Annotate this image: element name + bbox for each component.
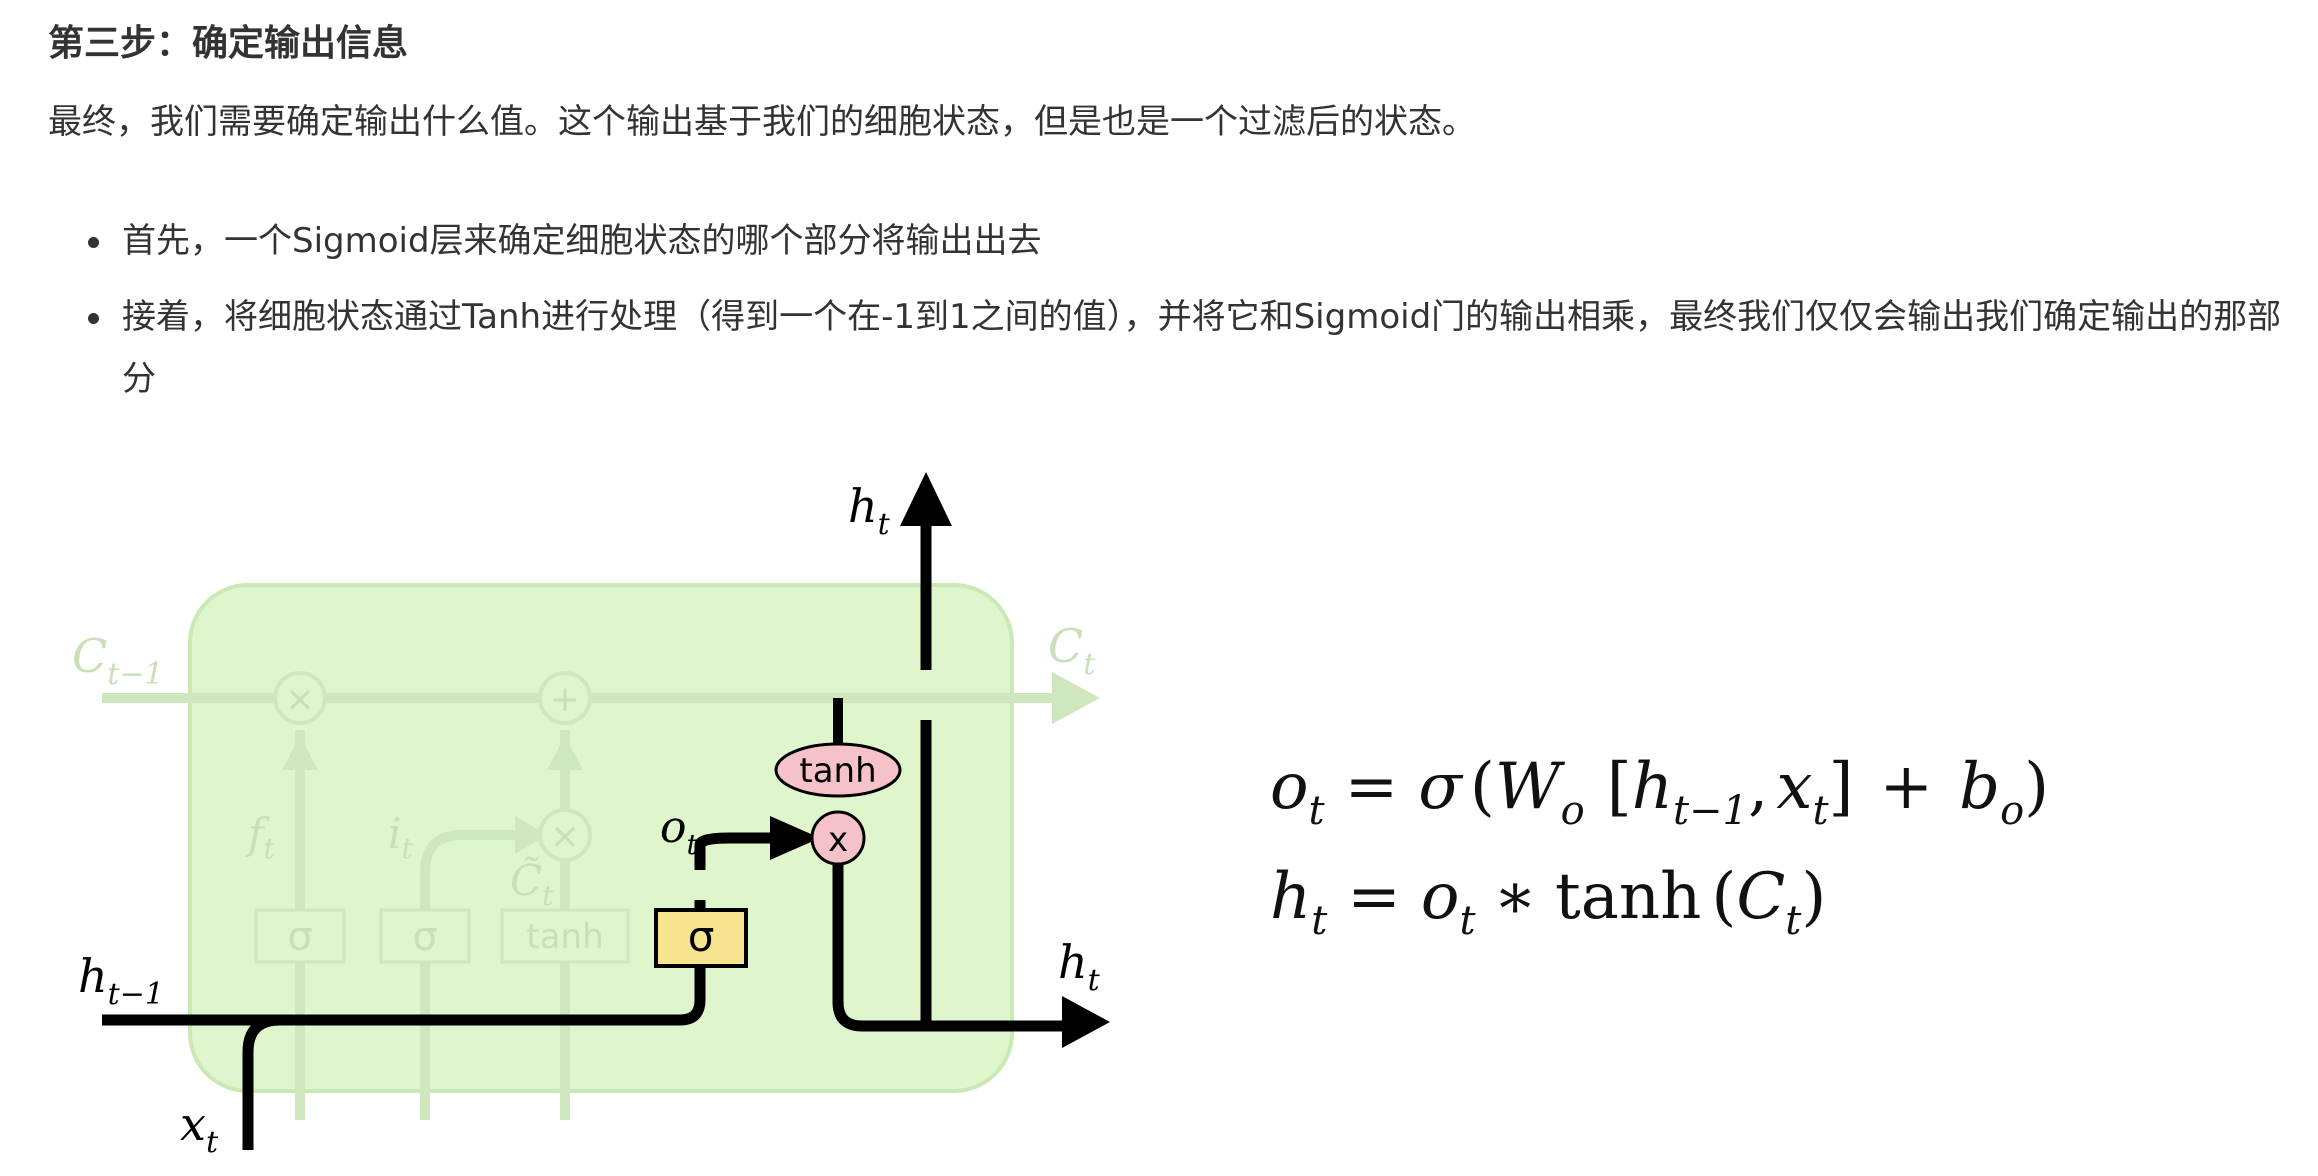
- h-top-label: ht: [848, 479, 891, 542]
- bullet-icon: [88, 237, 99, 248]
- output-sigmoid-gate-icon: [654, 908, 748, 968]
- forget-multiply-icon: [273, 671, 327, 725]
- lstm-output-gate-diagram: × + × σ σ tanh Ct−1 Ct ft it C̃t σ tanh …: [72, 472, 1110, 1160]
- input-sigmoid-gate-icon: [379, 908, 471, 964]
- section-heading: 第三步：确定输出信息: [48, 23, 409, 64]
- sigma-input-path: [679, 900, 706, 1026]
- candidate-arrow-icon: [547, 736, 583, 770]
- input-multiply-icon: [538, 808, 592, 862]
- forget-sigma-label: σ: [287, 914, 312, 960]
- output-gate-path: [694, 832, 780, 870]
- c-prev-label: Ct−1: [72, 629, 163, 692]
- candidate-tanh-label: tanh: [526, 917, 603, 957]
- input-arrow-icon: [515, 816, 548, 854]
- c-tilde-label: C̃t: [510, 855, 554, 912]
- o-label: ot: [660, 802, 699, 861]
- h-right-label: ht: [1058, 935, 1101, 998]
- x-input-label: xt: [180, 1097, 219, 1160]
- c-next-label: Ct: [1048, 619, 1096, 682]
- input-multiply-label: ×: [550, 816, 580, 857]
- forget-arrow-icon: [282, 736, 318, 770]
- add-icon: [538, 671, 592, 725]
- output-multiply-label: x: [828, 820, 848, 860]
- list-item: 首先，一个Sigmoid层来确定细胞状态的哪个部分将输出出去: [88, 210, 2292, 272]
- x-input-line: [242, 1014, 281, 1150]
- list-item-text: 接着，将细胞状态通过Tanh进行处理（得到一个在-1到1之间的值），并将它和Si…: [122, 297, 2282, 399]
- bullet-icon: [88, 313, 99, 324]
- cell-state-arrow-icon: [1052, 672, 1100, 724]
- input-sigma-label: σ: [412, 914, 437, 960]
- bullet-list: 首先，一个Sigmoid层来确定细胞状态的哪个部分将输出出去 接着，将细胞状态通…: [88, 210, 2292, 424]
- add-label: +: [550, 679, 580, 720]
- output-gate-arrow-icon: [770, 816, 820, 860]
- list-item: 接着，将细胞状态通过Tanh进行处理（得到一个在-1到1之间的值），并将它和Si…: [88, 286, 2292, 410]
- h-output-line: [832, 856, 1070, 1032]
- input-path: [420, 830, 520, 1120]
- forget-sigmoid-gate-icon: [254, 908, 346, 964]
- lstm-cell-box: [188, 583, 1014, 1093]
- intro-paragraph: 最终，我们需要确定输出什么值。这个输出基于我们的细胞状态，但是也是一个过滤后的状…: [48, 102, 1476, 142]
- equation-output-gate: ot=σ(Wo[ht−1,xt]+bo): [1270, 750, 2049, 834]
- output-multiply-icon: [810, 810, 866, 866]
- h-up-arrow-icon: [900, 472, 952, 526]
- h-prev-label: ht−1: [78, 949, 164, 1012]
- equation-hidden-state: ht=ot∗tanh(Ct): [1270, 860, 1826, 944]
- candidate-tanh-gate-icon: [500, 908, 630, 964]
- h-output-arrow-icon: [1062, 996, 1110, 1048]
- output-tanh-gate-icon: [774, 742, 902, 798]
- list-item-text: 首先，一个Sigmoid层来确定细胞状态的哪个部分将输出出去: [122, 221, 1042, 261]
- output-gate-equations: ot=σ(Wo[ht−1,xt]+bo) ht=ot∗tanh(Ct): [1270, 750, 2049, 944]
- forget-multiply-label: ×: [285, 679, 315, 720]
- f-label: ft: [245, 809, 276, 865]
- output-tanh-label: tanh: [799, 751, 876, 791]
- i-label: it: [388, 809, 413, 865]
- output-sigma-label: σ: [688, 912, 715, 961]
